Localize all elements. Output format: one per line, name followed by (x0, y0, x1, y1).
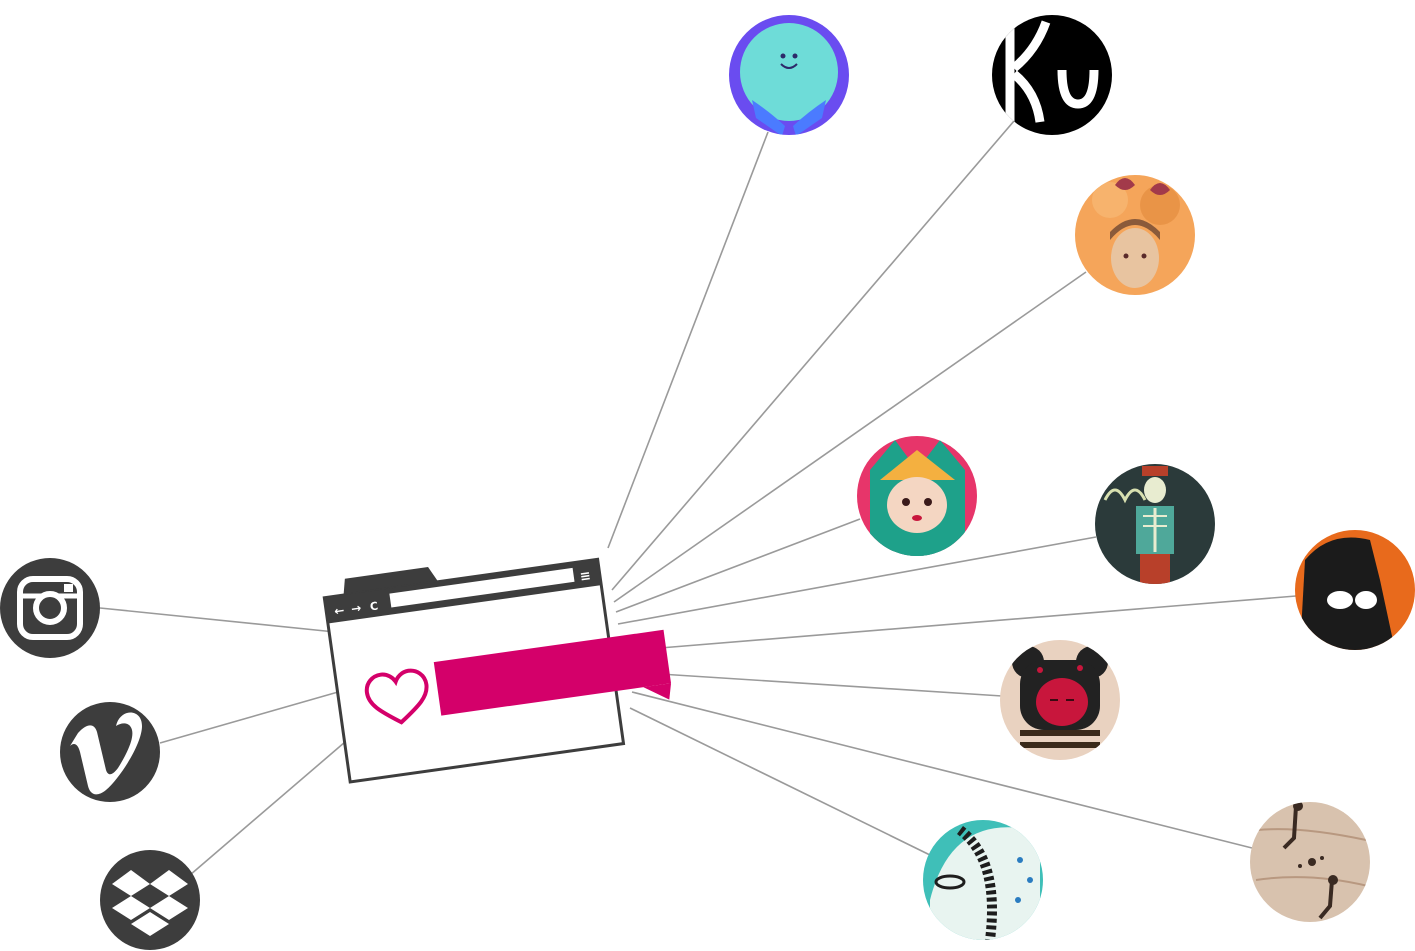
connector-line (611, 120, 1015, 591)
connector-line (659, 673, 1003, 697)
connector-line (99, 607, 336, 633)
connector-lines (99, 120, 1297, 876)
avatar-red-face-polka-dot-hat[interactable] (1000, 640, 1120, 760)
arrow-left-icon[interactable]: ← (333, 603, 345, 618)
connector-line (629, 707, 933, 857)
avatar-skeleton-in-suit[interactable] (1095, 464, 1215, 584)
hamburger-menu-icon[interactable]: ≡ (579, 569, 592, 585)
avatar-smiling-blue-character[interactable] (729, 15, 849, 136)
dropbox-icon[interactable] (100, 850, 200, 950)
avatar-teal-patterned-face[interactable] (923, 820, 1043, 940)
connector-line (659, 595, 1297, 649)
avatar-black-white-logo[interactable] (992, 15, 1112, 135)
avatar-boy-with-orange-flowers[interactable] (1075, 175, 1195, 295)
heart-outline-icon[interactable] (364, 668, 431, 727)
connector-line (159, 689, 346, 744)
connector-line (189, 735, 353, 876)
avatar-colorful-folk-girl[interactable] (857, 436, 977, 565)
instagram-icon[interactable] (0, 558, 100, 658)
connector-line (631, 691, 1253, 849)
vimeo-icon[interactable] (60, 702, 160, 802)
connector-line (617, 536, 1097, 625)
avatar-wooden-pattern[interactable] (1250, 801, 1370, 922)
browser-tab (343, 567, 439, 598)
reload-icon[interactable]: C (369, 599, 379, 613)
connector-line (613, 271, 1087, 603)
avatar-dark-figure-with-glasses[interactable] (1295, 530, 1415, 650)
address-bar[interactable] (389, 567, 575, 608)
connector-line (615, 518, 861, 613)
arrow-right-icon[interactable]: → (350, 601, 362, 616)
speech-bubble-bar-icon (433, 629, 672, 716)
connector-line (607, 131, 769, 549)
